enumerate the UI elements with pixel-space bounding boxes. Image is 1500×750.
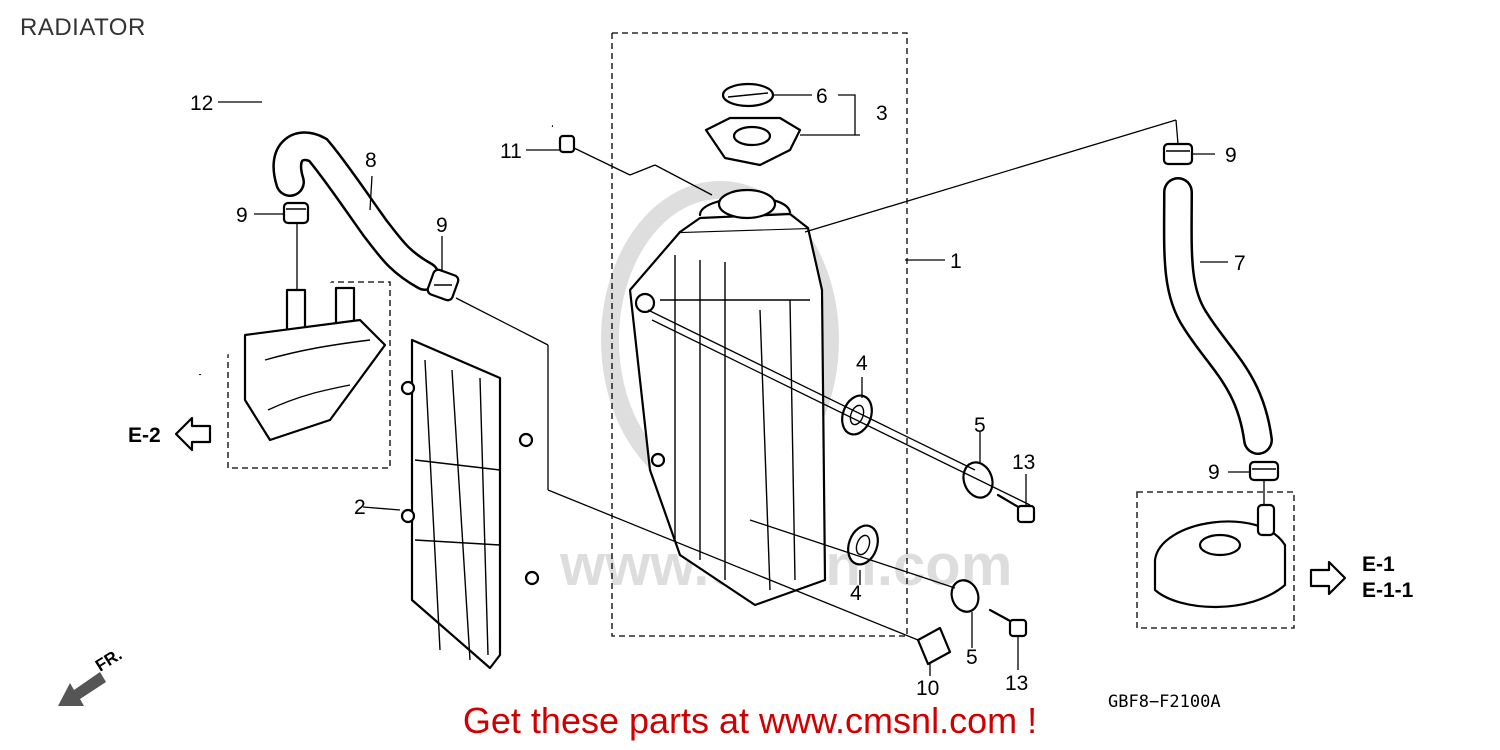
callout-7: 7: [1234, 252, 1246, 275]
callout-9a: 9: [236, 204, 248, 227]
upper-radiator-hose[interactable]: [272, 131, 440, 291]
hose-clamp[interactable]: [426, 268, 460, 302]
callout-5b: 5: [966, 646, 978, 669]
callout-9d: 9: [1208, 461, 1220, 484]
radiator-cap[interactable]: [704, 116, 802, 167]
callout-6: 6: [816, 85, 828, 108]
part-callouts: 1 2 3 4 4 5 5 6 7 8 9 9 9 9 10 11 12 13 …: [190, 85, 1246, 700]
callout-4a: 4: [856, 352, 868, 375]
grommet[interactable]: [837, 391, 877, 438]
promo-link[interactable]: Get these parts at www.cmsnl.com !: [462, 700, 1038, 741]
ref-e1-label: E-1: [1362, 553, 1395, 576]
callout-8: 8: [365, 149, 377, 172]
callout-9b: 9: [436, 214, 448, 237]
hose-clamp[interactable]: [1162, 142, 1194, 166]
group-box-cylinder: [227, 281, 391, 469]
cylinder-fitting: [243, 286, 387, 442]
callout-4b: 4: [850, 582, 862, 605]
group-box-cylinder-head: [1136, 491, 1295, 629]
diagram-code: GBF8−F2100A: [1108, 692, 1221, 712]
ref-e2-label: E-2: [128, 424, 161, 447]
callout-1: 1: [950, 250, 962, 273]
reference-e2[interactable]: E-2: [128, 416, 212, 452]
callout-10: 10: [916, 677, 939, 700]
callout-2: 2: [354, 496, 366, 519]
hose-clamp[interactable]: [1248, 460, 1280, 482]
hose-clamp[interactable]: [282, 201, 310, 225]
arrow-left-icon: [174, 416, 212, 452]
callout-13b: 13: [1005, 672, 1028, 695]
arrow-right-icon: [1309, 560, 1347, 596]
callout-5a: 5: [974, 414, 986, 437]
callout-3: 3: [876, 102, 888, 125]
front-label: FR.: [92, 645, 125, 676]
flange-bolt[interactable]: [996, 493, 1036, 524]
callout-12: 12: [190, 92, 213, 115]
tube-clip[interactable]: [558, 134, 576, 154]
clamp-band[interactable]: [916, 626, 952, 666]
front-arrow-icon: [58, 672, 106, 706]
ref-e11-label: E-1-1: [1362, 579, 1414, 602]
callout-13a: 13: [1012, 451, 1035, 474]
callout-11: 11: [500, 140, 522, 163]
lower-radiator-hose[interactable]: [1162, 177, 1273, 455]
cylinder-head: [1153, 503, 1287, 609]
flange-bolt[interactable]: [988, 608, 1028, 638]
group-box-radiator: [611, 32, 908, 637]
leader-lines: [218, 94, 1265, 676]
cap-seal[interactable]: [721, 82, 775, 108]
front-direction: FR.: [58, 645, 125, 706]
radiator-shroud[interactable]: [400, 338, 540, 670]
radiator[interactable]: [628, 188, 827, 607]
callout-9c: 9: [1225, 144, 1237, 167]
page-title: RADIATOR: [20, 14, 146, 41]
collar[interactable]: [947, 577, 982, 616]
reference-e1[interactable]: E-1 E-1-1: [1309, 553, 1414, 602]
